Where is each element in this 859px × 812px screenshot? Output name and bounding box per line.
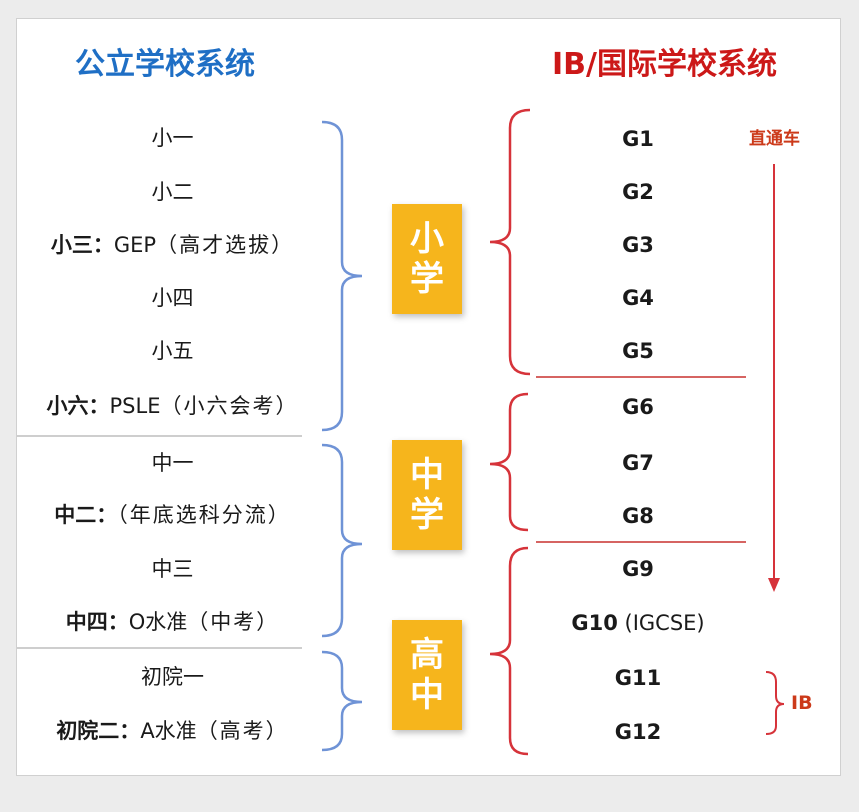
public-grade-bold-label: 初院二： — [56, 719, 141, 743]
ib-grade-row: G2 — [530, 177, 746, 207]
ib-grade-row: G11 — [530, 663, 746, 693]
ib-grade-label: G6 — [622, 395, 654, 419]
brace-high-red — [489, 546, 529, 756]
ib-grade-row: G8 — [530, 501, 746, 531]
public-grade-label: 初院一 — [141, 665, 204, 689]
through-train-label: 直通车 — [749, 129, 800, 149]
ib-grade-label: G2 — [622, 180, 654, 204]
public-grade-label: 小一 — [151, 126, 194, 150]
ib-grade-label: G12 — [614, 720, 662, 744]
public-grade-label: 小五 — [151, 339, 194, 363]
brace-high-blue — [321, 650, 363, 752]
brace-secondary-blue — [321, 443, 363, 638]
public-grade-row: 小五 — [30, 336, 315, 366]
ib-system-heading: IB/国际学校系统 — [552, 47, 777, 82]
ib-grade-row: G10 (IGCSE) — [530, 608, 746, 638]
ib-bracket — [765, 671, 785, 735]
ib-label: IB — [791, 692, 813, 714]
stage-secondary-char2: 学 — [410, 495, 444, 535]
public-grade-label: 小二 — [151, 180, 194, 204]
public-grade-bold-label: 小六： — [46, 394, 110, 418]
stage-high-char2: 中 — [410, 675, 444, 715]
ib-grade-row: G1 — [530, 124, 746, 154]
public-exam-note: （年底选科分流） — [117, 503, 291, 527]
brace-primary-red — [489, 108, 531, 376]
public-grade-row: 小三：GEP（高才选拔） — [30, 230, 315, 260]
ib-grade-row: G12 — [530, 717, 746, 747]
public-system-heading: 公立学校系统 — [75, 47, 255, 82]
public-grade-label: 中一 — [151, 451, 194, 475]
ib-grade-label: G5 — [622, 339, 654, 363]
public-grade-row: 小二 — [30, 177, 315, 207]
ib-grade-row: G3 — [530, 230, 746, 260]
brace-primary-blue — [321, 120, 363, 432]
stage-primary-char1: 小 — [410, 219, 444, 259]
ib-grade-row: G7 — [530, 448, 746, 478]
public-exam-note: （中考） — [187, 610, 280, 634]
public-grade-row: 小四 — [30, 283, 315, 313]
stage-secondary: 中 学 — [392, 440, 462, 550]
ib-grade-label: G1 — [622, 127, 654, 151]
public-grade-row: 中四：O水准（中考） — [30, 607, 315, 637]
ib-grade-label: G7 — [622, 451, 654, 475]
stage-primary: 小 学 — [392, 204, 462, 314]
ib-grade-row: G6 — [530, 392, 746, 422]
public-grade-row: 小一 — [30, 123, 315, 153]
public-exam-name: PSLE — [109, 394, 161, 418]
stage-primary-char2: 学 — [410, 259, 444, 299]
public-grade-bold-label: 小三： — [50, 233, 114, 257]
public-exam-note: （小六会考） — [160, 394, 299, 418]
public-grade-row: 初院二：A水准（高考） — [30, 716, 315, 746]
stage-high-school: 高 中 — [392, 620, 462, 730]
ib-grade-label: G8 — [622, 504, 654, 528]
ib-grade-label: G9 — [622, 557, 654, 581]
public-exam-note: （高考） — [196, 719, 289, 743]
public-grade-row: 中三 — [30, 554, 315, 584]
public-grade-bold-label: 中二： — [54, 503, 118, 527]
ib-grade-label: G10 — [571, 611, 618, 635]
public-grade-row: 中一 — [30, 448, 315, 478]
stage-secondary-char1: 中 — [410, 455, 444, 495]
brace-secondary-red — [489, 392, 529, 532]
ib-grade-label: G3 — [622, 233, 654, 257]
ib-grade-row: G5 — [530, 336, 746, 366]
public-exam-name: A水准 — [140, 719, 197, 743]
stage-high-char1: 高 — [410, 635, 444, 675]
public-grade-row: 中二：（年底选科分流） — [30, 500, 315, 530]
public-grade-label: 中三 — [151, 557, 194, 581]
public-grade-label: 小四 — [151, 286, 194, 310]
public-grade-row: 初院一 — [30, 662, 315, 692]
public-exam-name: GEP — [113, 233, 157, 257]
public-exam-note: （高才选拔） — [156, 233, 295, 257]
public-grade-row: 小六：PSLE（小六会考） — [30, 391, 315, 421]
through-train-arrow-head — [768, 578, 780, 592]
ib-grade-row: G4 — [530, 283, 746, 313]
ib-grade-label: G4 — [622, 286, 654, 310]
public-grade-bold-label: 中四： — [65, 610, 129, 634]
ib-grade-exam: (IGCSE) — [617, 611, 705, 635]
public-exam-name: O水准 — [128, 610, 188, 634]
ib-grade-row: G9 — [530, 554, 746, 584]
ib-grade-label: G11 — [614, 666, 662, 690]
